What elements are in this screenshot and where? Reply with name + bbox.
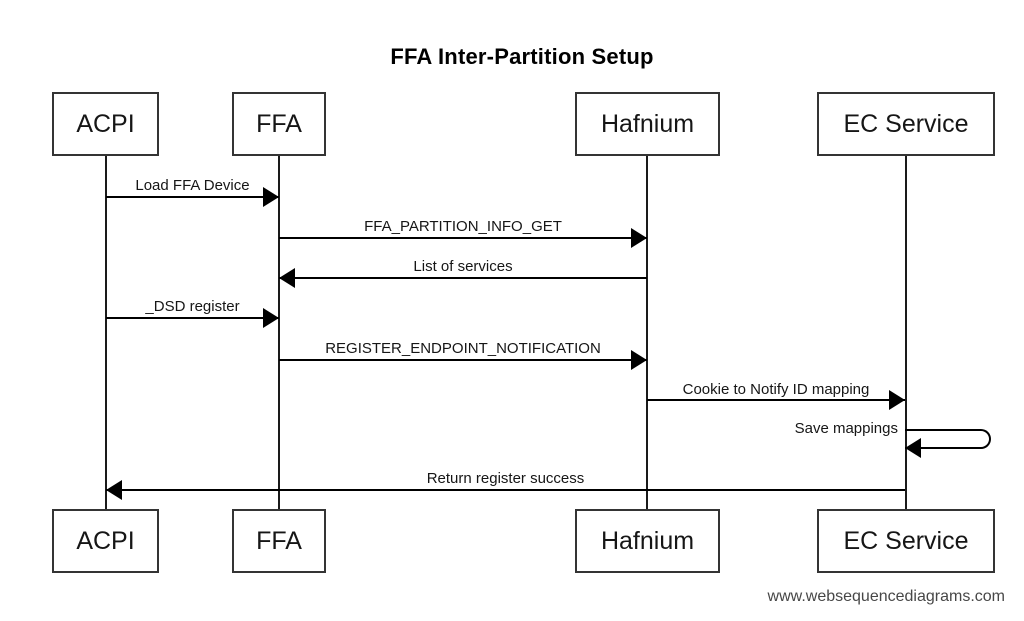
message-label: Cookie to Notify ID mapping xyxy=(682,381,870,398)
message-label: REGISTER_ENDPOINT_NOTIFICATION xyxy=(325,340,601,357)
message-line xyxy=(279,277,647,279)
watermark: www.websequencediagrams.com xyxy=(767,588,1005,605)
message-line xyxy=(279,359,647,361)
message-label: Save mappings xyxy=(794,420,898,437)
lifeline-hafnium xyxy=(646,156,648,509)
arrowhead-right-icon xyxy=(631,350,647,370)
lifeline-ffa xyxy=(278,156,280,509)
arrowhead-right-icon xyxy=(263,187,279,207)
participant-box-acpi-top: ACPI xyxy=(52,92,159,156)
arrowhead-right-icon xyxy=(631,228,647,248)
arrowhead-right-icon xyxy=(263,308,279,328)
message-label: FFA_PARTITION_INFO_GET xyxy=(364,218,562,235)
arrowhead-left-icon xyxy=(279,268,295,288)
message-line xyxy=(106,196,279,198)
lifeline-acpi xyxy=(105,156,107,509)
message-label: Load FFA Device xyxy=(135,177,250,194)
arrowhead-right-icon xyxy=(889,390,905,410)
message-line xyxy=(279,237,647,239)
participant-box-hafnium-top: Hafnium xyxy=(575,92,720,156)
message-line xyxy=(647,399,905,401)
message-label: Return register success xyxy=(426,470,585,487)
arrowhead-left-icon xyxy=(106,480,122,500)
diagram-title: FFA Inter-Partition Setup xyxy=(390,44,654,69)
participant-box-acpi-bottom: ACPI xyxy=(52,509,159,573)
participant-box-ffa-bottom: FFA xyxy=(232,509,326,573)
message-line xyxy=(106,317,279,319)
participant-box-ec-service-top: EC Service xyxy=(817,92,995,156)
self-loop-line xyxy=(905,429,991,449)
message-label: List of services xyxy=(413,258,513,275)
arrowhead-left-icon xyxy=(905,438,921,458)
participant-box-hafnium-bottom: Hafnium xyxy=(575,509,720,573)
lifeline-ec-service xyxy=(905,156,907,509)
participant-box-ec-service-bottom: EC Service xyxy=(817,509,995,573)
message-line xyxy=(106,489,905,491)
message-label: _DSD register xyxy=(145,298,240,315)
participant-box-ffa-top: FFA xyxy=(232,92,326,156)
